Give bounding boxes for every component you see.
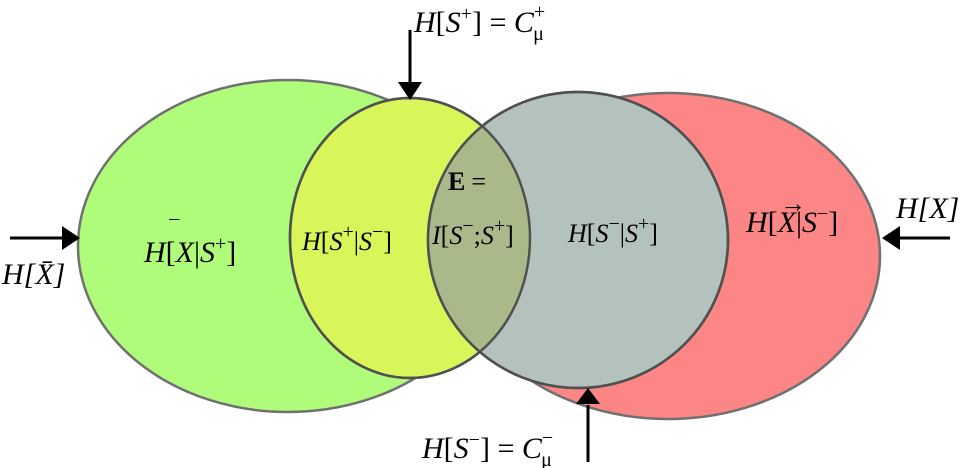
past-arrow-mark: ‾	[169, 217, 180, 246]
statistical-complexity-plus-label: H[S+] = C+μ	[413, 1, 545, 45]
mutual-information-label: I[S−;S+]	[431, 215, 514, 250]
past-entropy-label: H[X̄]	[1, 258, 65, 291]
statistical-complexity-minus-label: H[S−] = C−μ	[421, 427, 553, 468]
s-minus-given-s-plus-label: H[S−|S+]	[567, 213, 658, 248]
top-arrow	[398, 30, 422, 100]
left-arrow	[10, 226, 80, 250]
future-entropy-label: H[X]	[895, 192, 959, 225]
past-given-s-plus-label: H[X|S+]	[143, 233, 236, 269]
excess-entropy-label: E=	[448, 167, 486, 196]
future-arrow-mark: →	[780, 189, 806, 218]
s-plus-given-s-minus-label: H[S+|S−]	[301, 221, 392, 256]
excess-entropy-region	[428, 98, 530, 378]
bottom-arrow	[576, 388, 600, 462]
future-given-s-minus-label: H[X|S−]	[745, 203, 838, 239]
right-arrow	[882, 226, 950, 250]
